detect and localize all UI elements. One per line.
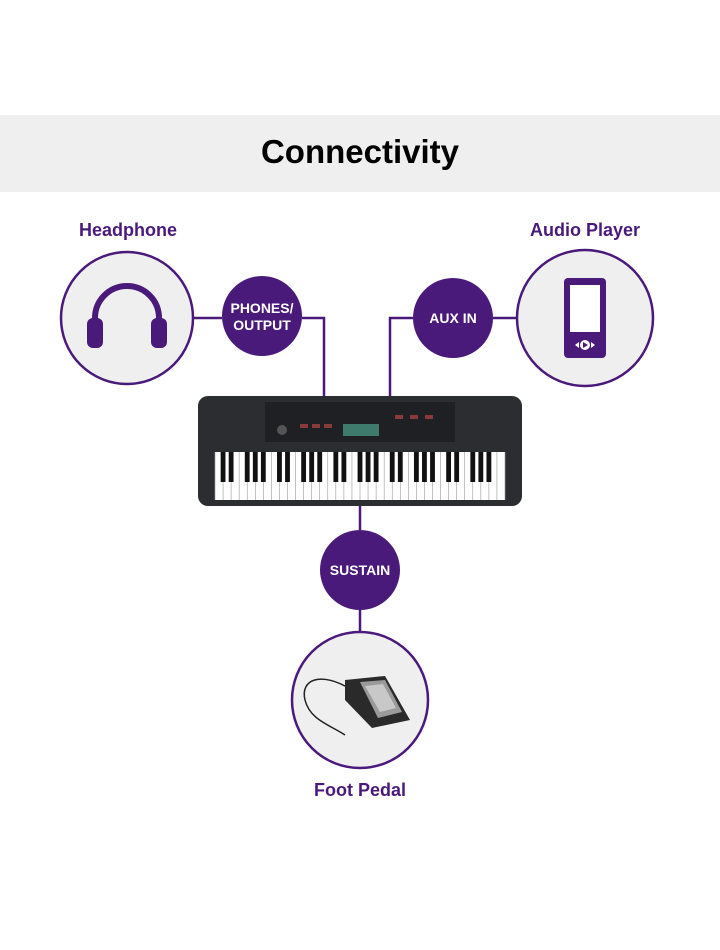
black-key (260, 452, 266, 482)
black-key (357, 452, 363, 482)
black-key (365, 452, 371, 482)
black-key (244, 452, 250, 482)
aux-connector (388, 316, 413, 396)
black-key (317, 452, 323, 482)
aux-badge (413, 278, 493, 358)
headphones-icon (87, 283, 167, 348)
foot-pedal-label: Foot Pedal (313, 780, 406, 800)
black-key (309, 452, 315, 482)
black-key (301, 452, 307, 482)
black-key (220, 452, 226, 482)
phones-connector (302, 316, 326, 396)
foot-pedal-circle (290, 630, 430, 770)
black-key (486, 452, 492, 482)
black-key (478, 452, 484, 482)
sustain-port-label: SUSTAIN (329, 562, 391, 578)
sustain-badge (320, 530, 400, 610)
audio-player-label: Audio Player (529, 220, 641, 240)
page-title: Connectivity (260, 133, 460, 170)
piano-keys (214, 452, 506, 500)
black-key (413, 452, 419, 482)
black-key (333, 452, 339, 482)
black-key (470, 452, 476, 482)
black-key (341, 452, 347, 482)
black-key (446, 452, 452, 482)
phones-line: PHONES/ (230, 300, 294, 316)
headphone-circle (59, 250, 195, 386)
black-key (228, 452, 234, 482)
sustain-pedal-image (303, 676, 410, 736)
output-line: OUTPUT (233, 317, 291, 333)
media-player-icon (564, 278, 606, 358)
digital-keyboard-image (198, 396, 522, 506)
black-key (252, 452, 258, 482)
black-key (285, 452, 290, 482)
black-key (454, 452, 460, 482)
black-key (373, 452, 379, 482)
aux-in-port-label: AUX IN (429, 310, 477, 326)
phones-badge (222, 276, 302, 356)
black-key (430, 452, 435, 482)
phones-output-port-label: PHONES/ OUTPUT (222, 300, 302, 334)
black-key (397, 452, 403, 482)
black-key (277, 452, 282, 482)
black-key (389, 452, 395, 482)
headphone-label: Headphone (78, 220, 177, 240)
black-key (422, 452, 427, 482)
audio-player-circle (515, 248, 655, 388)
connector-lines (193, 316, 517, 633)
title-band (0, 115, 720, 192)
port-badges (222, 276, 493, 610)
